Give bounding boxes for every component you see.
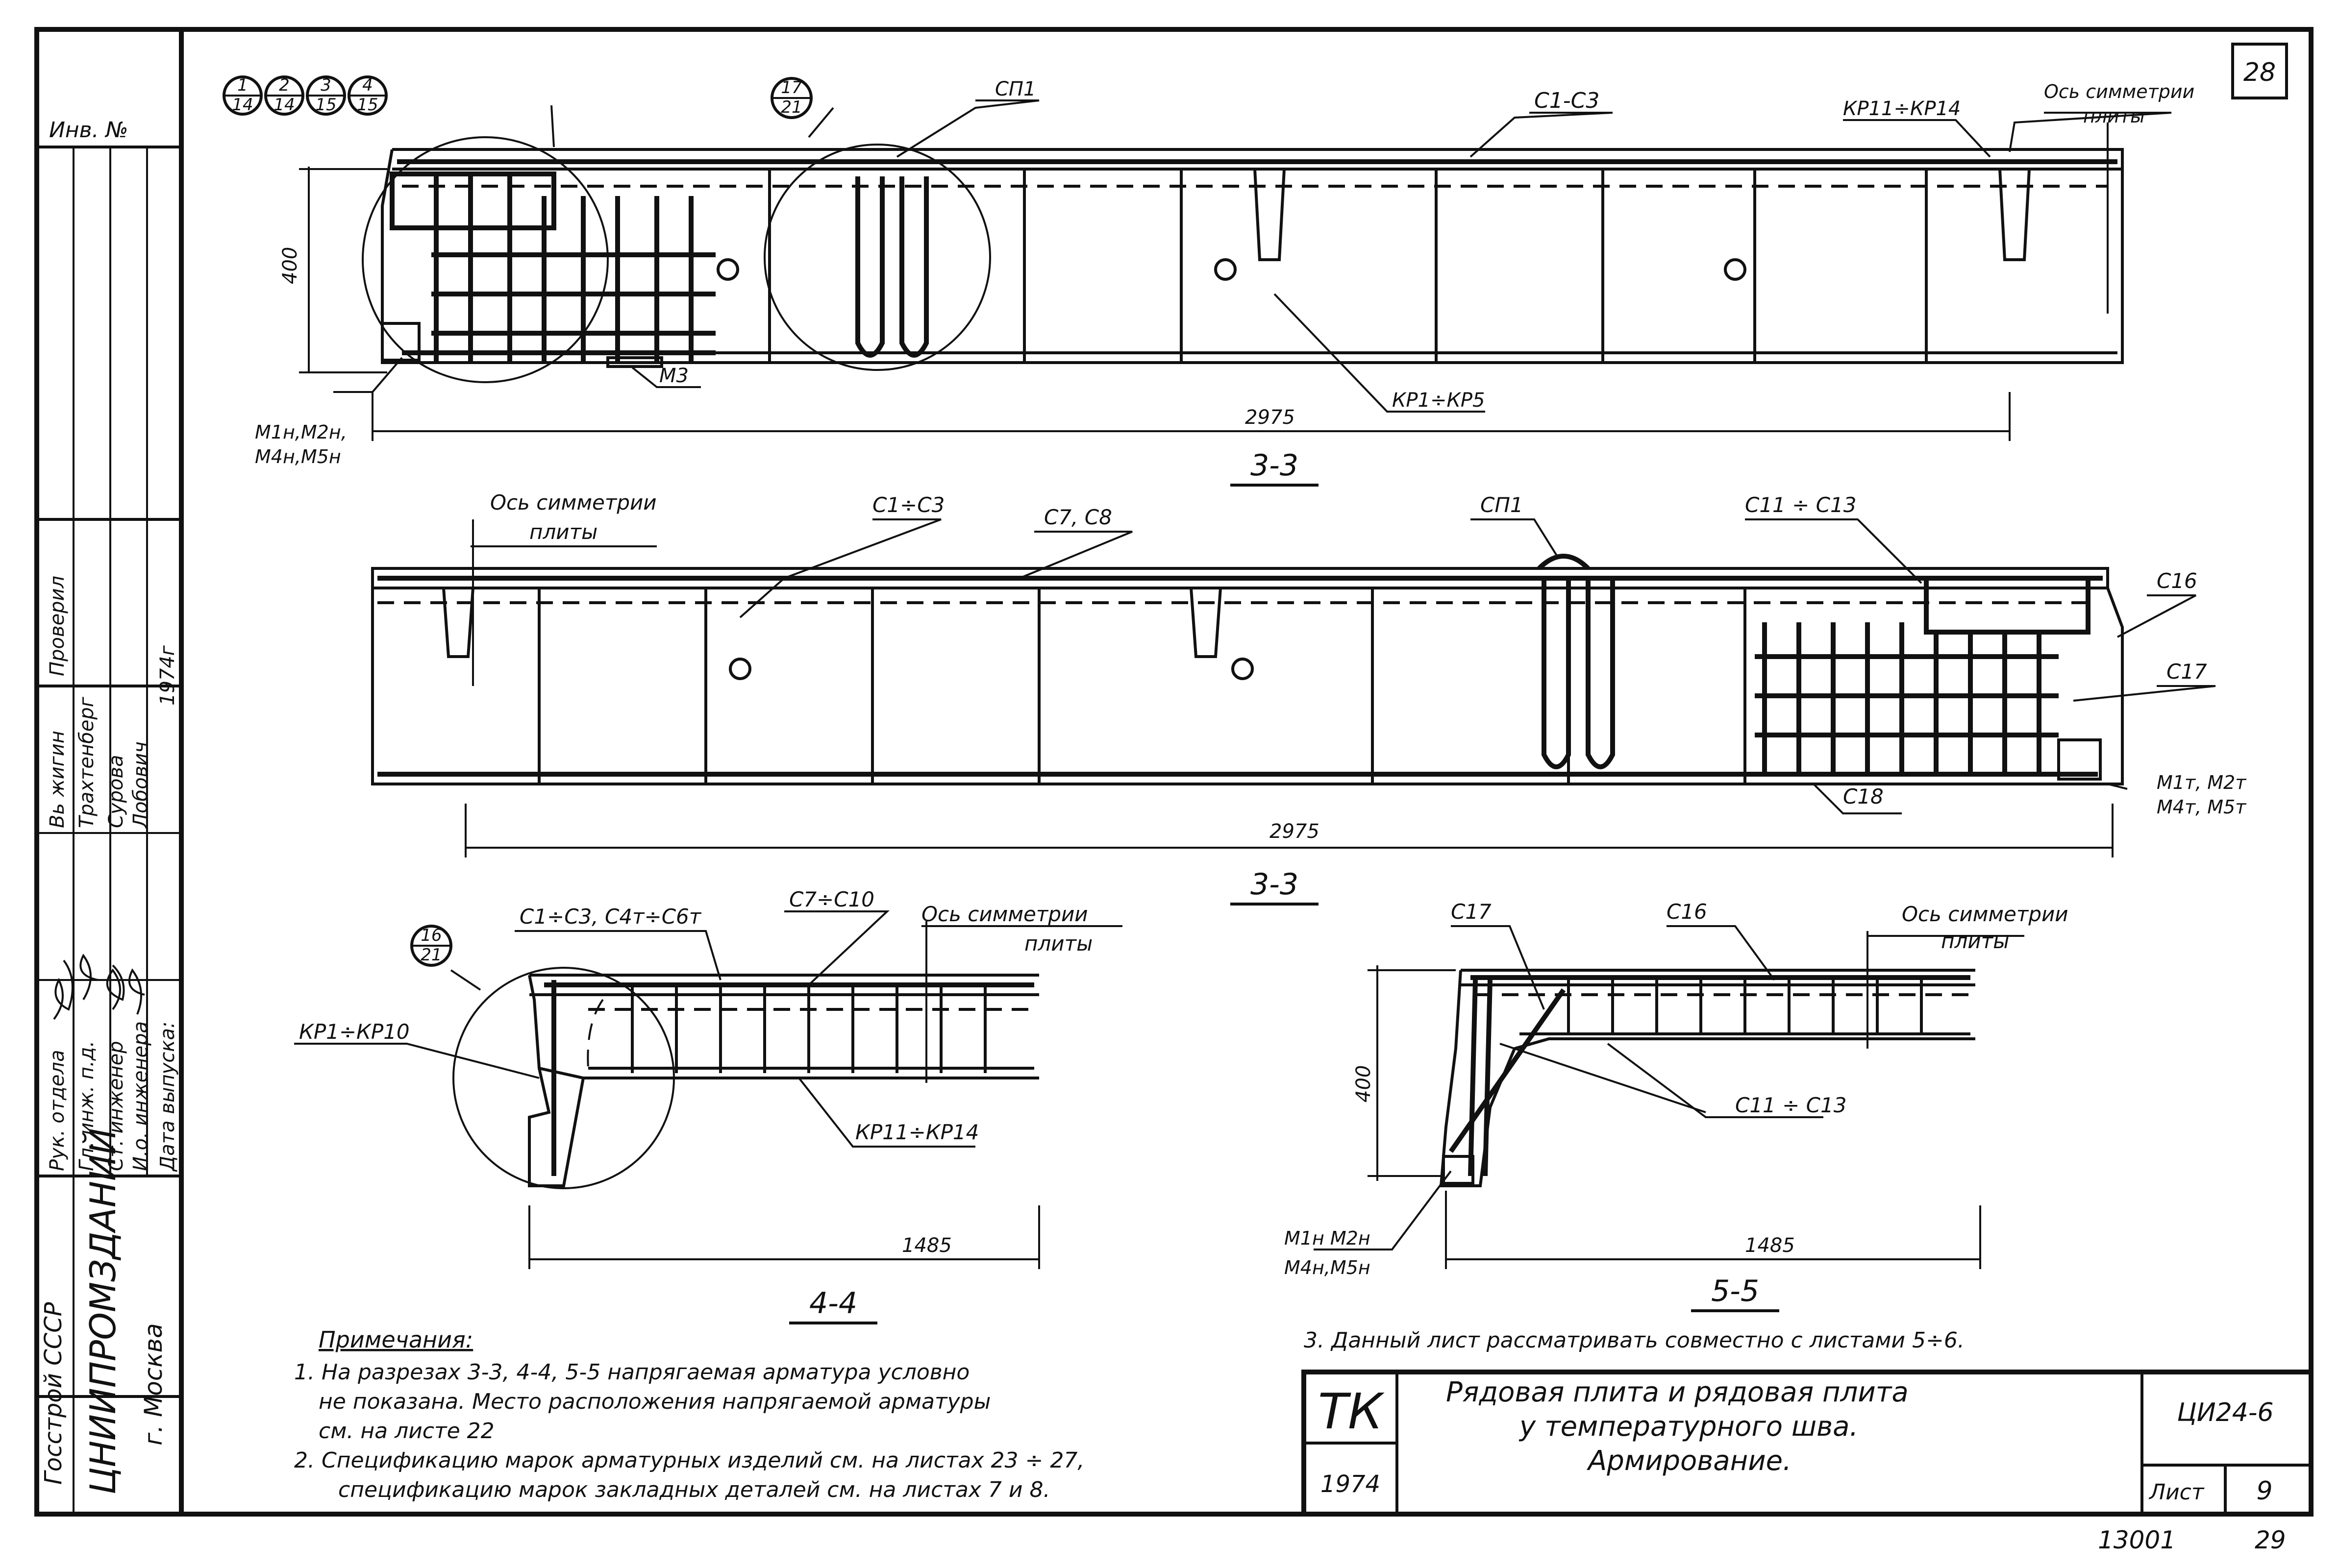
title-line-2: у температурного шва. [1518,1411,1858,1443]
title-line-3: Армирование. [1587,1445,1792,1477]
view1-drawing [299,99,2172,441]
title-tk: ТК [1318,1383,1385,1440]
v2-section-label: 3-3 [1250,867,1298,902]
bubble-3-den: 15 [315,95,336,115]
name-1: Вь жигин [46,731,69,828]
view3-drawing [294,910,1122,1269]
v2-label-axis: Ось симметрии [490,490,657,514]
bubble-2-den: 14 [274,95,295,115]
v2-label-c1c3: С1÷С3 [872,493,945,517]
v4-label-axis: Ось симметрии [1902,902,2068,926]
v1-label-m2: М4н,М5н [255,446,341,467]
page-number: 28 [2243,58,2276,87]
v2-label-m1: М1т, М2т [2157,772,2247,793]
v1-label-kp11: КР11÷КР14 [1843,98,1961,120]
v4-dim-length: 1485 [1745,1234,1795,1257]
bubble-6-den: 21 [421,945,442,965]
note-line-5: спецификацию марок закладных деталей см.… [338,1477,1050,1502]
v2-label-c16: С16 [2157,569,2197,593]
title-code: ЦИ24-6 [2177,1398,2273,1427]
role-1: Рук. отдела [46,1050,69,1172]
v4-label-m2: М4н,М5н [1284,1257,1370,1278]
note-3: 3. Данный лист рассматривать совместно с… [1304,1328,1965,1353]
v2-label-c11c13: С11 ÷ С13 [1745,493,1856,517]
v2-dim-length: 2975 [1269,820,1319,843]
bubble-3-num: 3 [321,75,331,95]
role-4: И.о. инженера [129,1021,152,1171]
bubble-5-num: 17 [781,78,802,98]
v1-dim-length: 2975 [1245,406,1295,429]
v4-label-c17: С17 [1451,900,1492,924]
name-2: Трахтенберг [75,696,98,828]
inv-number-label: Инв. № [49,118,128,143]
v2-label-m2: М4т, М5т [2157,796,2247,818]
bubble-2-num: 2 [279,75,290,95]
note-line-1: 1. На разрезах 3-3, 4-4, 5-5 напрягаемая… [294,1360,970,1385]
title-sheet-label: Лист [2148,1480,2205,1505]
v3-label-axis: Ось симметрии [921,902,1088,926]
note-line-2: не показана. Место расположения напрягае… [319,1389,991,1414]
v3-label-c7c10: С7÷С10 [789,887,874,911]
side-stamp [37,146,181,1514]
v1-label-kp1: КР1÷КР5 [1392,389,1485,412]
v1-label-axis: Ось симметрии [2044,81,2194,102]
name-3: Сурова [105,755,127,828]
v4-label-axis2: плиты [1941,929,2009,953]
bubble-1-den: 14 [232,95,253,115]
v4-section-label: 5-5 [1711,1274,1759,1308]
title-block [1301,1370,2314,1517]
v4-dim-400: 400 [1352,1065,1375,1102]
v3-label-c1c3: С1÷С3, С4т÷С6т [520,905,702,929]
v4-label-c11c13: С11 ÷ С13 [1735,1093,1846,1117]
v2-label-axis2: плиты [529,520,597,544]
v1-label-c1c3: С1-С3 [1534,88,1599,113]
note-line-4: 2. Спецификацию марок арматурных изделий… [294,1448,1084,1473]
v2-label-sp1: СП1 [1480,493,1523,517]
role-5: Дата выпуска: [156,1022,179,1172]
bottom-right-number: 29 [2255,1526,2286,1554]
v3-section-label: 4-4 [809,1286,857,1321]
v4-label-c16: С16 [1667,900,1707,924]
v1-label-axis2: плиты [2083,105,2145,127]
signatures [53,954,145,1020]
checked-label: Проверил [46,576,69,676]
bubble-4-den: 15 [357,95,378,115]
note-line-3: см. на листе 22 [319,1419,495,1444]
v1-label-m1: М1н,М2н, [255,421,347,443]
v1-label-m3: М3 [659,365,689,387]
gosstroy-label: Госстрой СССР [40,1302,67,1485]
title-year: 1974 [1320,1470,1380,1498]
v2-label-c18: С18 [1843,784,1884,808]
name-5: 1974г [156,645,179,706]
bubble-1-num: 1 [237,75,248,95]
notes-title: Примечания: [319,1326,473,1353]
v3-label-kp11: КР11÷КР14 [855,1120,979,1144]
role-2: Гл. инж. п.д. [75,1041,98,1171]
view2-drawing [371,518,2216,858]
sheet-frame [34,27,2314,1517]
name-4: Лобович [129,741,152,829]
v1-section-label: 3-3 [1250,448,1298,483]
v2-label-c7c8: С7, С8 [1044,505,1112,529]
title-line-1: Рядовая плита и рядовая плита [1446,1376,1909,1408]
v3-label-axis2: плиты [1024,931,1093,956]
v3-label-kp1: КР1÷КР10 [299,1020,410,1044]
bottom-left-number: 13001 [2098,1526,2176,1554]
bubble-6-num: 16 [421,926,442,945]
bubble-4-num: 4 [362,75,373,95]
v1-label-sp1: СП1 [995,78,1036,100]
v4-label-m1: М1н М2н [1284,1227,1370,1249]
bubble-5-den: 21 [781,98,802,117]
city-label: г. Москва [139,1323,168,1446]
view4-drawing [1314,925,2024,1269]
v2-label-c17: С17 [2166,660,2207,684]
institute-label: ЦНИИПРОМЗДАНИЙ [82,1128,124,1494]
title-sheet-number: 9 [2256,1476,2272,1506]
view1-bubbles [223,75,813,119]
role-3: Ст. инженер [105,1041,127,1171]
v1-dim-400: 400 [279,247,301,284]
v3-dim-length: 1485 [902,1234,952,1257]
